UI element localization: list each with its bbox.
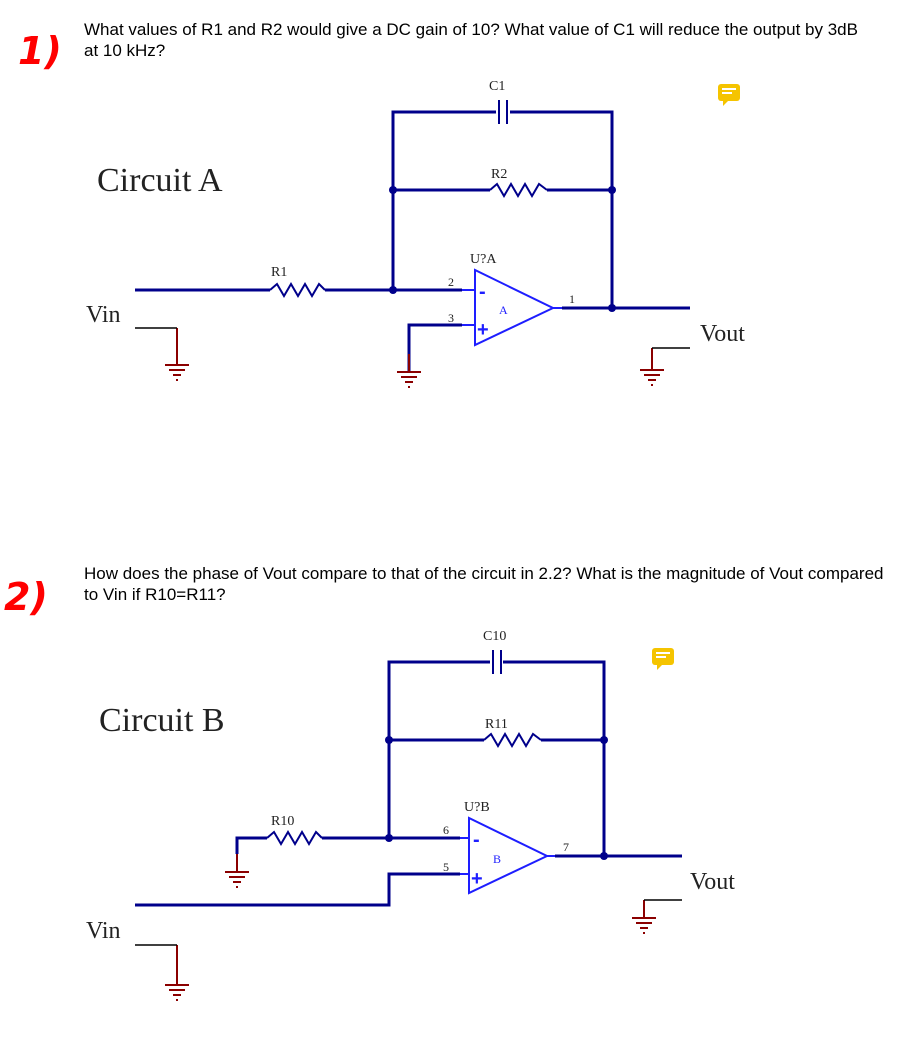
r11-label: R11 <box>485 717 508 732</box>
comment-icon[interactable] <box>652 648 674 670</box>
vin-a-label: Vin <box>86 302 121 328</box>
comment-icon[interactable] <box>718 84 740 106</box>
ground-r10 <box>224 853 250 888</box>
ground-vout-b <box>631 899 657 934</box>
opamp-b-pin-5: 5 <box>443 860 449 874</box>
ground-vout-a <box>639 351 665 386</box>
opamp-a: - + A <box>462 268 562 347</box>
c10-capacitor <box>492 650 502 674</box>
opamp-b-pin-6: 6 <box>443 823 449 837</box>
circuit-b-wires <box>135 660 682 907</box>
vin-b-label: Vin <box>86 918 121 944</box>
r1-resistor <box>269 282 326 298</box>
vout-a-label: Vout <box>700 321 745 347</box>
opamp-b-unit: B <box>493 852 501 866</box>
circuit-a-wires <box>135 110 690 372</box>
vout-b-label: Vout <box>690 869 735 895</box>
problem-1-number: 1) <box>18 29 62 73</box>
question-2-text: How does the phase of Vout compare to th… <box>84 564 884 604</box>
opamp-a-pin-2: 2 <box>448 275 454 289</box>
r11-resistor <box>483 732 542 748</box>
c1-label: C1 <box>489 79 505 94</box>
circuit-b-title: Circuit B <box>99 702 225 739</box>
ground-vin-b <box>164 966 190 1001</box>
opamp-a-pin-1: 1 <box>569 292 575 306</box>
opamp-b-label: U?B <box>464 800 490 815</box>
opamp-a-unit: A <box>499 303 508 317</box>
circuit-a-title: Circuit A <box>97 162 223 199</box>
question-1-text: What values of R1 and R2 would give a DC… <box>84 20 858 60</box>
opamp-b-minus: - <box>473 829 480 851</box>
opamp-a-label: U?A <box>470 252 497 267</box>
opamp-a-pin-3: 3 <box>448 311 454 325</box>
opamp-a-minus: - <box>479 281 486 303</box>
ground-vin-a <box>164 346 190 381</box>
r2-resistor <box>489 182 548 198</box>
c10-label: C10 <box>483 629 506 644</box>
opamp-b-pin-7: 7 <box>563 840 569 854</box>
r2-label: R2 <box>491 167 507 182</box>
opamp-a-plus: + <box>477 319 489 341</box>
r1-label: R1 <box>271 265 287 280</box>
opamp-b-plus: + <box>471 868 483 890</box>
r10-label: R10 <box>271 814 294 829</box>
opamp-b: - + B <box>460 816 555 895</box>
ground-opamp-a <box>396 353 422 388</box>
c1-capacitor <box>498 100 508 124</box>
problem-2-number: 2) <box>4 575 48 619</box>
r10-resistor <box>266 830 323 846</box>
